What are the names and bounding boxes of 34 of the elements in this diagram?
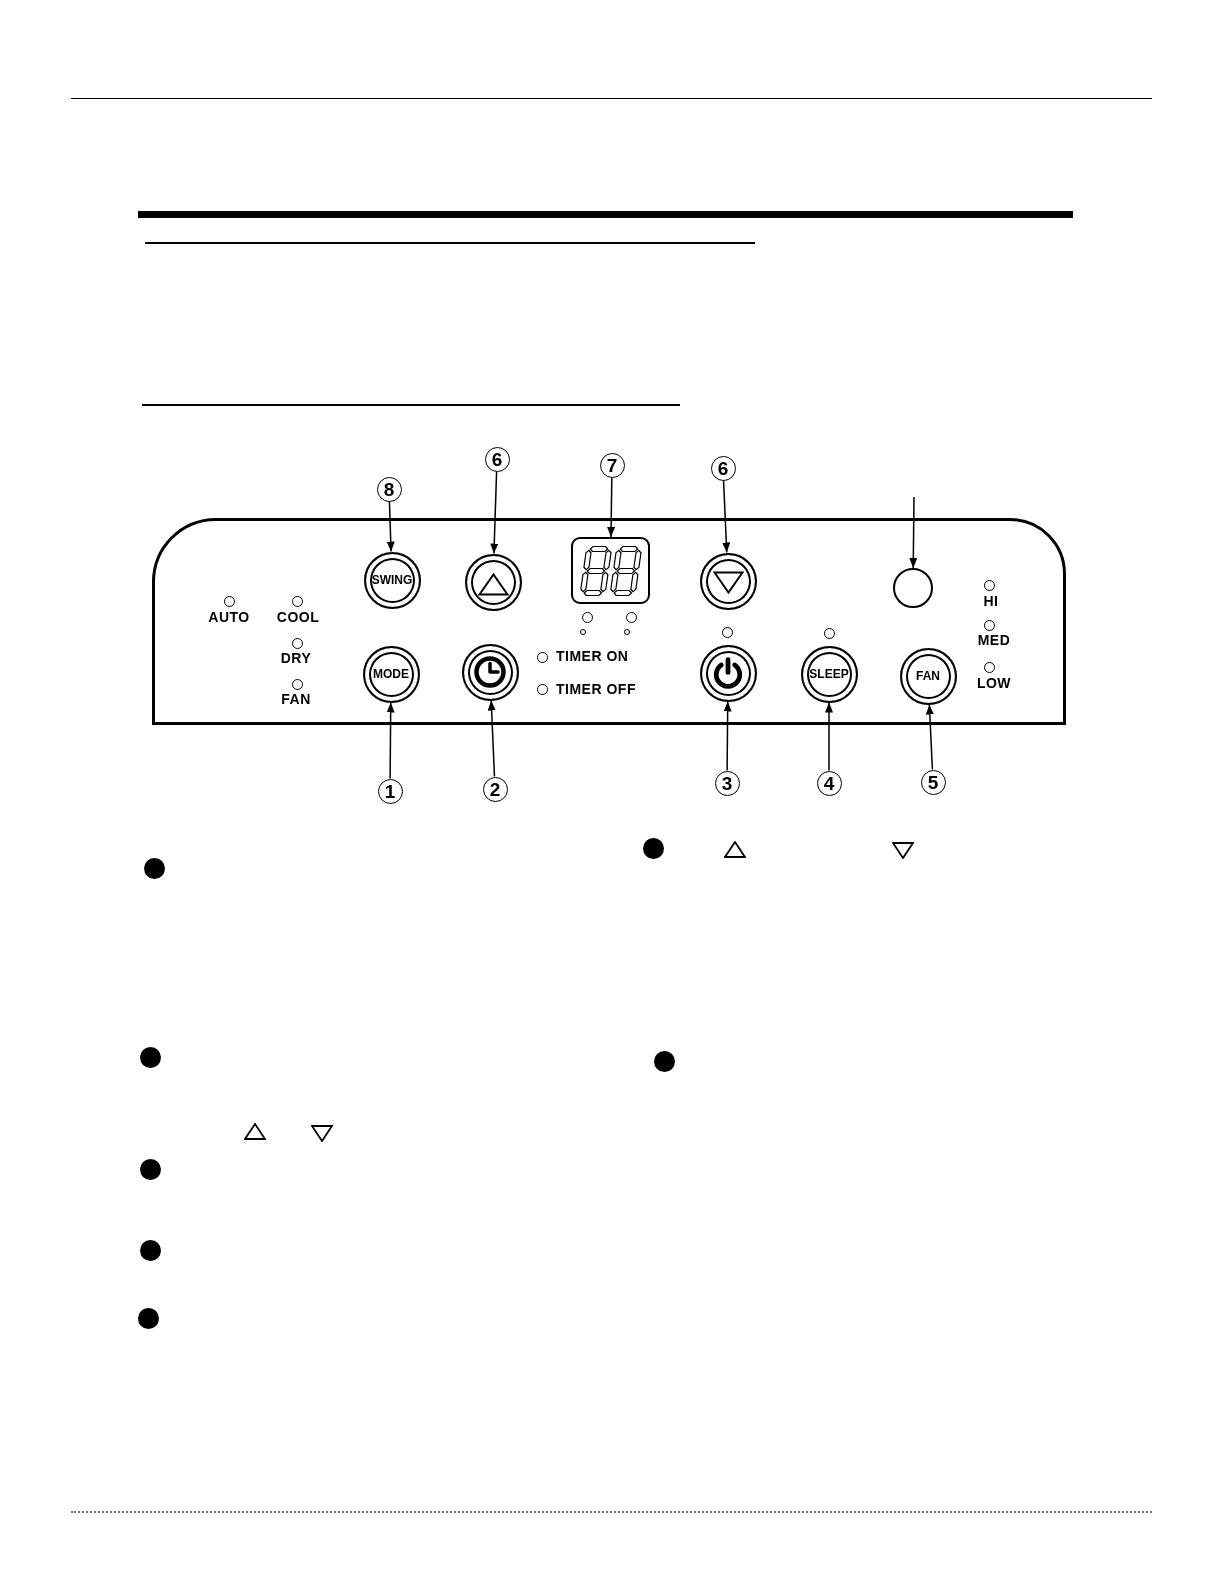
indicator-label: AUTO	[208, 610, 250, 624]
leader-line	[607, 476, 616, 538]
callout-number: 6	[710, 455, 736, 481]
leader-line	[825, 701, 833, 772]
leader-line	[722, 479, 731, 554]
leader-line	[386, 701, 395, 780]
digital-display	[571, 537, 650, 604]
indicator-label: FAN	[281, 692, 311, 706]
callout-number: 8	[376, 476, 402, 502]
indicator-label: TIMER ON	[556, 649, 629, 663]
callout-number: 5	[920, 769, 946, 795]
indicator-label: MED	[977, 633, 1011, 647]
indicator-label: TIMER OFF	[556, 682, 636, 696]
callout-number: 1	[377, 778, 403, 804]
callout-number: 3	[714, 770, 740, 796]
indicator-label: COOL	[276, 610, 320, 624]
leader-line	[723, 700, 732, 772]
callout-number: 6	[484, 446, 510, 472]
callout-number: 7	[599, 452, 625, 478]
callout-number: 2	[482, 776, 508, 802]
round-button: FAN	[899, 647, 957, 705]
round-button: SLEEP	[800, 645, 858, 703]
leader-line	[487, 699, 496, 778]
control-panel	[152, 518, 1066, 725]
round-button: MODE	[362, 645, 420, 703]
indicator-label: HI	[983, 594, 999, 608]
leader-line	[490, 470, 499, 555]
round-button: SWING	[363, 551, 421, 609]
indicator-label: LOW	[976, 676, 1012, 690]
leader-line	[925, 703, 934, 771]
indicator-label: DRY	[280, 651, 312, 665]
leader-line	[386, 500, 395, 553]
leader-line	[909, 496, 918, 569]
callout-number: 4	[816, 770, 842, 796]
